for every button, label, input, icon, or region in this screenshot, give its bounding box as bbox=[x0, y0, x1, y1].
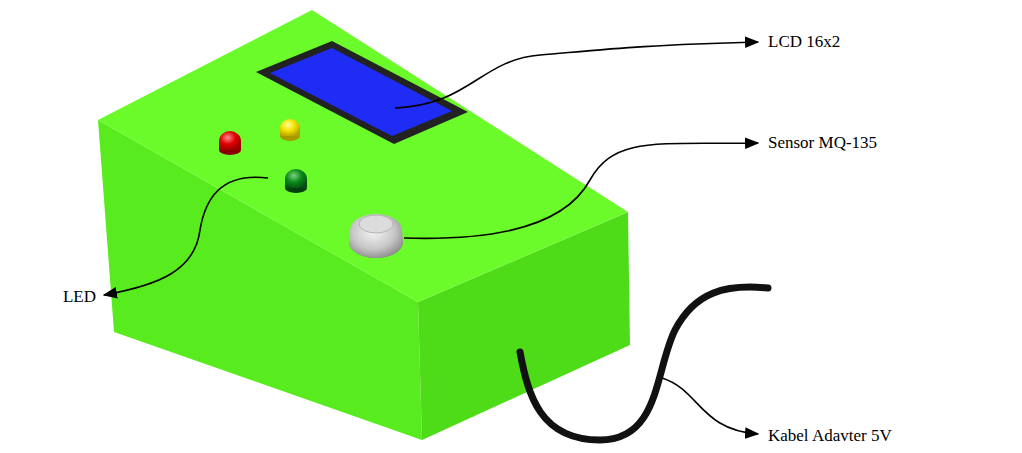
power-cable bbox=[520, 287, 768, 440]
lcd-bezel bbox=[256, 41, 468, 144]
callout-label: LED bbox=[63, 287, 96, 307]
leader-line bbox=[104, 177, 268, 295]
led-red bbox=[219, 131, 241, 155]
callout-label: Kabel Adavter 5V bbox=[768, 426, 892, 446]
leader-line bbox=[662, 378, 758, 434]
leader-line bbox=[404, 143, 758, 238]
sensor-mq135 bbox=[349, 214, 403, 258]
led-yellow bbox=[280, 119, 300, 141]
led-green bbox=[285, 169, 307, 193]
callout-label: Sensor MQ-135 bbox=[768, 133, 877, 153]
lcd-screen bbox=[270, 48, 452, 136]
leader-line bbox=[395, 42, 758, 108]
callout-label: LCD 16x2 bbox=[768, 32, 840, 52]
